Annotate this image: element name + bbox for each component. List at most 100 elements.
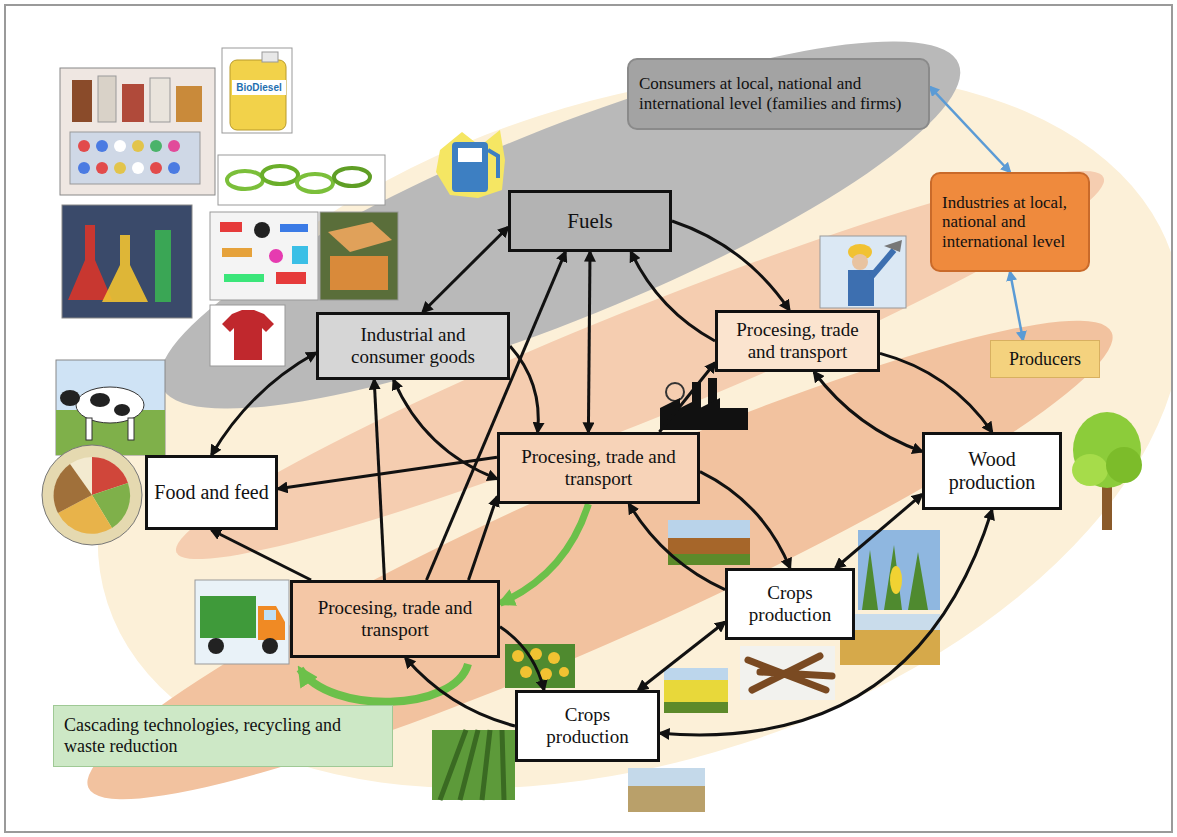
cow-photo — [90, 393, 110, 407]
chemistry-photo — [102, 235, 148, 302]
flow-arrow — [423, 227, 508, 312]
pharma-photo — [78, 140, 90, 152]
flow-arrow — [631, 252, 715, 341]
node-label: Wood production — [931, 448, 1053, 494]
grass-photo — [628, 768, 705, 812]
rapeseed-photo — [664, 668, 728, 713]
plastics-photo — [292, 246, 308, 264]
plastics-photo — [276, 272, 306, 284]
biodiesel-jug — [262, 52, 278, 62]
flow-arrow — [500, 627, 544, 690]
flow-arrow — [427, 252, 566, 580]
factory-icon — [666, 383, 684, 401]
sunflower-photo — [505, 644, 575, 688]
sorghum-photo — [668, 520, 750, 565]
flow-arrow — [700, 472, 790, 568]
tree-icon — [1073, 412, 1141, 488]
process-box: Procesing, trade and transport — [715, 310, 880, 372]
cassava-photo — [740, 646, 835, 700]
truck-icon — [195, 580, 289, 664]
cow-photo — [56, 360, 165, 455]
fibre-photo — [330, 256, 388, 290]
rapeseed-photo — [664, 680, 728, 702]
plastics-photo — [222, 248, 252, 257]
food-plate — [54, 464, 92, 513]
pharma-photo — [122, 84, 144, 122]
field-photo — [440, 730, 504, 800]
truck-icon — [262, 638, 278, 654]
product-label: BioDiesel — [232, 80, 286, 95]
node-label: Fuels — [517, 209, 663, 233]
cow-photo — [86, 418, 92, 440]
chemistry-photo — [68, 225, 112, 300]
fuel-pump — [436, 130, 505, 198]
plastics-photo — [280, 224, 308, 232]
process-box: Crops production — [515, 690, 660, 762]
truck-icon — [195, 580, 289, 664]
pharma-photo — [78, 162, 90, 174]
cow-photo — [128, 418, 134, 440]
flow-arrow — [212, 353, 317, 455]
worker-figure — [852, 254, 868, 270]
biodiesel-jug — [230, 60, 286, 130]
process-box: Crops production — [725, 568, 855, 640]
cow-photo — [60, 390, 80, 406]
actor-box: Producers — [990, 340, 1100, 378]
plastics-photo — [254, 222, 270, 238]
process-box: Procesing, trade and transport — [290, 580, 500, 658]
flow-arrow — [629, 504, 725, 590]
food-plate — [42, 445, 142, 545]
grass-photo — [628, 786, 705, 812]
flow-arrow — [212, 530, 312, 580]
pharma-photo — [150, 140, 162, 152]
cow-photo — [114, 404, 130, 416]
pharma-photo — [168, 140, 180, 152]
pharma-photo — [176, 86, 202, 122]
rubber-photo — [227, 171, 263, 189]
rubber-photo — [334, 168, 370, 186]
shirt-photo — [210, 305, 285, 366]
cassava-photo — [748, 656, 832, 690]
sorghum-photo — [668, 520, 750, 565]
truck-icon — [200, 596, 256, 638]
fuel-pump — [436, 130, 505, 198]
flow-arrow — [394, 380, 497, 479]
node-label: Food and feed — [154, 481, 269, 504]
node-label: Industrial and consumer goods — [325, 324, 501, 368]
worker-figure — [884, 240, 902, 252]
chemistry-photo — [155, 230, 171, 302]
rubber-photo — [218, 155, 385, 205]
tree-icon — [1106, 447, 1142, 483]
plastics-photo — [269, 249, 283, 263]
food-plate — [42, 445, 142, 545]
cassava-photo — [740, 646, 835, 700]
pharma-photo — [72, 80, 92, 122]
flow-arrow — [672, 221, 789, 310]
flow-arrow — [659, 363, 715, 432]
rapeseed-photo — [664, 668, 728, 713]
rubber-photo — [262, 166, 298, 184]
cow-photo — [56, 360, 165, 455]
node-label: Producers — [997, 349, 1093, 370]
fibre-photo — [320, 212, 398, 300]
pharma-photo — [150, 78, 170, 122]
process-box: Procesing, trade and transport — [497, 432, 700, 504]
pharma-photo — [114, 140, 126, 152]
fuel-pump — [458, 148, 482, 162]
truck-icon — [208, 638, 224, 654]
pharma-photo — [114, 162, 126, 174]
flow-arrow — [836, 494, 923, 568]
flow-arrow — [510, 346, 538, 432]
field-photo — [432, 730, 515, 800]
shirt-photo — [210, 305, 285, 366]
rubber-photo — [297, 174, 333, 192]
fuel-pump — [452, 142, 488, 192]
truck-icon — [264, 610, 276, 620]
chemistry-photo — [62, 205, 192, 318]
fibre-photo — [320, 212, 398, 300]
factory-icon — [660, 378, 748, 430]
actor-box: Industries at local, national and intern… — [930, 172, 1090, 272]
corn-photo — [862, 545, 928, 610]
process-box: Fuels — [508, 190, 672, 252]
flow-arrow — [930, 87, 1010, 172]
